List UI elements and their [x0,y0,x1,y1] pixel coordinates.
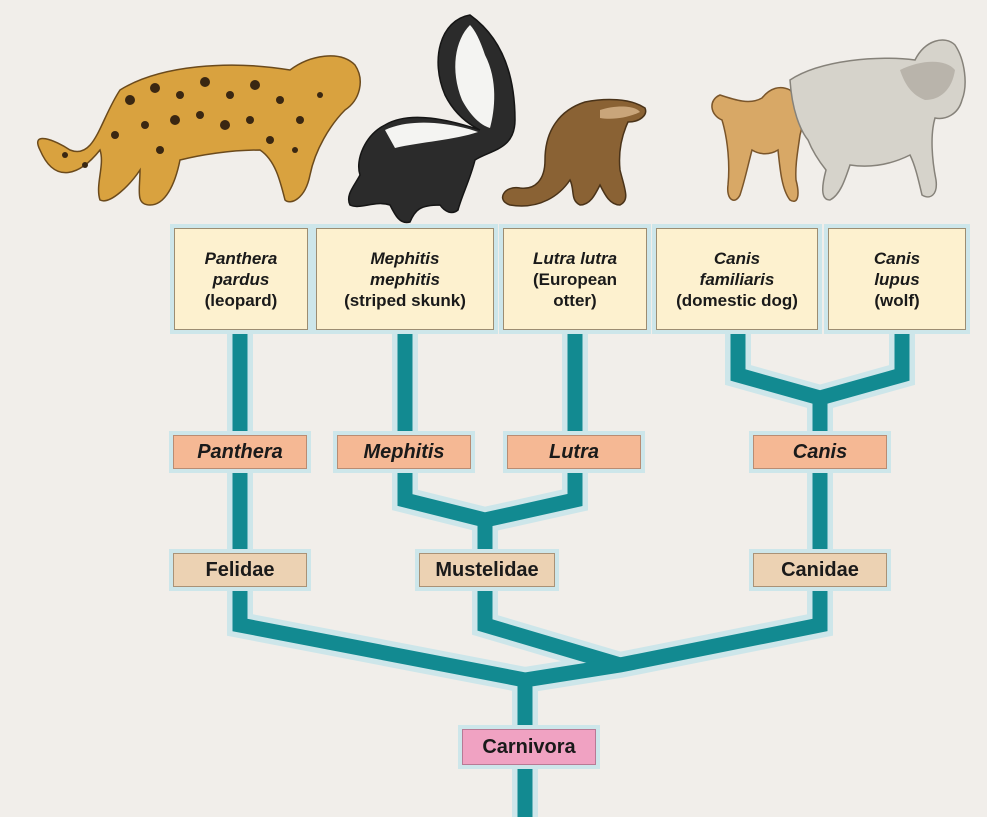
otter-illustration [503,100,646,206]
skunk-illustration [349,15,515,223]
species-common-name: (leopard) [205,290,278,311]
species-box-skunk: Mephitis mephitis (striped skunk) [316,228,494,330]
family-box-mustelidae: Mustelidae [419,553,555,587]
species-common-name: (domestic dog) [676,290,798,311]
branch-mustelidae [405,330,575,520]
species-common-name: (striped skunk) [344,290,466,311]
genus-box-mephitis: Mephitis [337,435,471,469]
species-latin-1: Panthera [205,248,278,269]
species-box-wolf: Canis lupus (wolf) [828,228,966,330]
dog-illustration [712,88,802,202]
species-box-leopard: Panthera pardus (leopard) [174,228,308,330]
species-latin-2: pardus [213,269,270,290]
family-box-felidae: Felidae [173,553,307,587]
family-box-canidae: Canidae [753,553,887,587]
species-latin-1: Canis [714,248,760,269]
genus-box-canis: Canis [753,435,887,469]
wolf-illustration [790,40,965,200]
species-latin-1: Lutra lutra [533,248,617,269]
species-latin-1: Canis [874,248,920,269]
species-latin-2: familiaris [700,269,775,290]
species-latin-1: Mephitis [371,248,440,269]
species-latin-2: mephitis [370,269,440,290]
species-common-name: (wolf) [874,290,919,311]
species-box-dog: Canis familiaris (domestic dog) [656,228,818,330]
species-box-otter: Lutra lutra (European otter) [503,228,647,330]
leopard-illustration [38,56,360,205]
order-box-carnivora: Carnivora [462,729,596,765]
species-common-name-2: otter) [553,290,596,311]
species-latin-2: lupus [874,269,919,290]
genus-box-panthera: Panthera [173,435,307,469]
species-common-name-1: (European [533,269,617,290]
genus-box-lutra: Lutra [507,435,641,469]
